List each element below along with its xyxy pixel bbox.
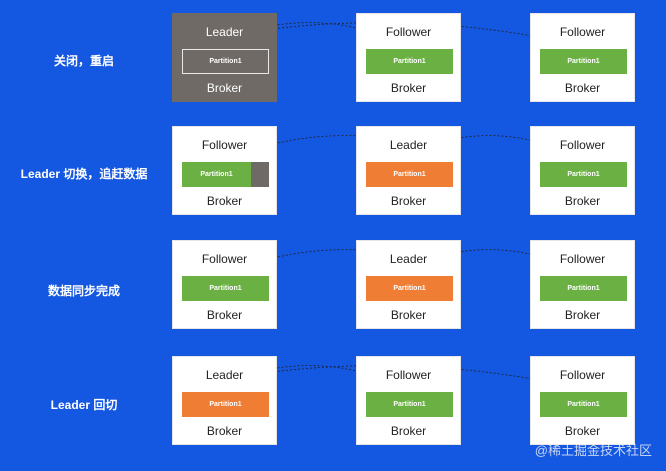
broker-role: Follower [201,138,248,152]
partition-block: Partition1 [366,162,453,187]
broker-role: Follower [559,368,606,382]
broker-label: Broker [206,424,243,438]
broker-role: Leader [389,252,428,266]
partition-block: Partition1 [540,162,627,187]
broker-role: Follower [385,25,432,39]
broker-role: Follower [559,252,606,266]
broker-box: Follower Partition1 Broker [530,356,635,445]
partition-block: Partition1 [540,49,627,74]
broker-label: Broker [390,308,427,322]
row-label-sync-complete: 数据同步完成 [47,284,120,298]
broker-label: Broker [564,308,601,322]
broker-box: Follower Partition1 Broker [530,126,635,215]
partition-block: Partition1 [366,49,453,74]
row-label-leader-switch-back: Leader 回切 [50,398,118,412]
broker-box: Follower Partition1 Broker [530,13,635,102]
partition-block: Partition1 [366,276,453,301]
broker-box: Leader Partition1 Broker [172,356,277,445]
watermark: @稀土掘金技术社区 [534,443,652,458]
broker-label: Broker [390,194,427,208]
broker-role: Leader [205,25,244,39]
broker-box: Follower Partition1 Broker [356,13,461,102]
broker-label: Broker [390,81,427,95]
partition-block: Partition1 [182,49,269,74]
broker-label: Broker [206,194,243,208]
broker-box: Follower Partition1 Broker [530,240,635,329]
partition-block: Partition1 [540,276,627,301]
broker-box: Follower Partition1 Broker [172,126,277,215]
broker-role: Leader [205,368,244,382]
broker-role: Follower [201,252,248,266]
broker-label: Broker [206,81,243,95]
broker-label: Broker [564,81,601,95]
broker-box: Follower Partition1 Broker [356,356,461,445]
partition-block: Partition1 [182,276,269,301]
broker-box: Leader Partition1 Broker [356,126,461,215]
partition-block: Partition1 [540,392,627,417]
row-label-leader-switch: Leader 切换，追赶数据 [20,167,148,181]
broker-box: Leader Partition1 Broker [356,240,461,329]
broker-role: Follower [559,138,606,152]
broker-box: Follower Partition1 Broker [172,240,277,329]
broker-role: Follower [559,25,606,39]
partition-block: Partition1 [182,162,269,187]
broker-box: Leader Partition1 Broker [172,13,277,102]
partition-block: Partition1 [182,392,269,417]
broker-label: Broker [564,194,601,208]
broker-label: Broker [390,424,427,438]
broker-role: Leader [389,138,428,152]
broker-label: Broker [564,424,601,438]
broker-label: Broker [206,308,243,322]
partition-block: Partition1 [366,392,453,417]
row-label-restart: 关闭，重启 [53,54,114,68]
broker-role: Follower [385,368,432,382]
lagging-segment [251,162,269,187]
